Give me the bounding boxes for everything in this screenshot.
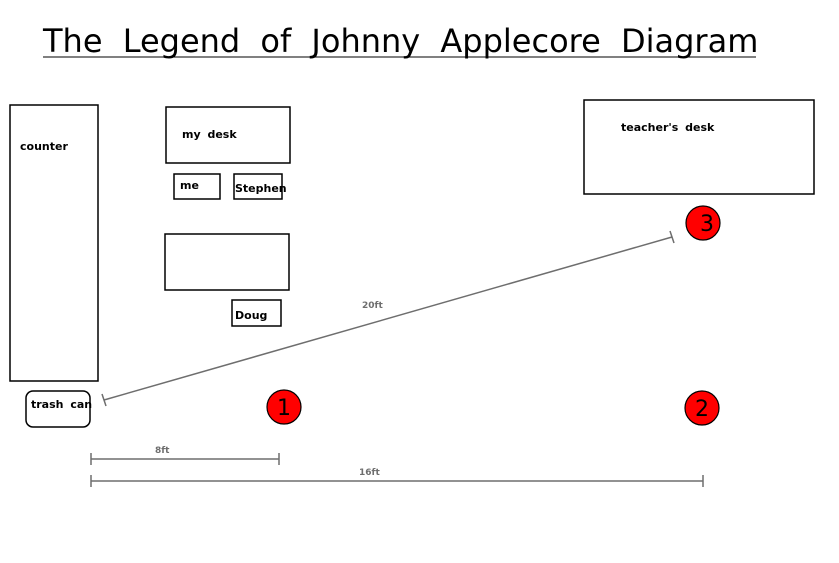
short-dimension-label: 8ft (155, 446, 170, 456)
trash-can-label: trash can (31, 398, 92, 411)
diagonal-dimension-tick-end (669, 230, 675, 244)
counter-box (9, 104, 99, 382)
marker-1-number: 1 (277, 396, 291, 421)
diagonal-dimension-tick-start (101, 393, 107, 407)
diagonal-dimension-line (103, 236, 673, 401)
diagonal-dimension-label: 20ft (362, 301, 383, 311)
my-desk-label: my desk (182, 128, 237, 141)
me-box (173, 173, 221, 200)
second-desk-box (164, 233, 290, 291)
marker-2-number: 2 (695, 397, 709, 422)
trash-can-box (25, 390, 91, 428)
marker-2-circle (684, 390, 720, 426)
doug-box (231, 299, 282, 327)
teachers-desk-box (583, 99, 815, 195)
long-dimension-label: 16ft (359, 468, 380, 478)
marker-3-circle (685, 205, 721, 241)
diagram-title: The Legend of Johnny Applecore Diagram (42, 22, 758, 60)
me-label: me (180, 179, 199, 192)
marker-3-number: 3 (700, 212, 714, 237)
my-desk-box (165, 106, 291, 164)
counter-label: counter (20, 140, 68, 153)
stephen-box (233, 173, 283, 200)
stephen-label: Stephen (235, 182, 287, 195)
doug-label: Doug (235, 309, 267, 322)
teachers-desk-label: teacher's desk (621, 121, 715, 134)
marker-1-circle (266, 389, 302, 425)
